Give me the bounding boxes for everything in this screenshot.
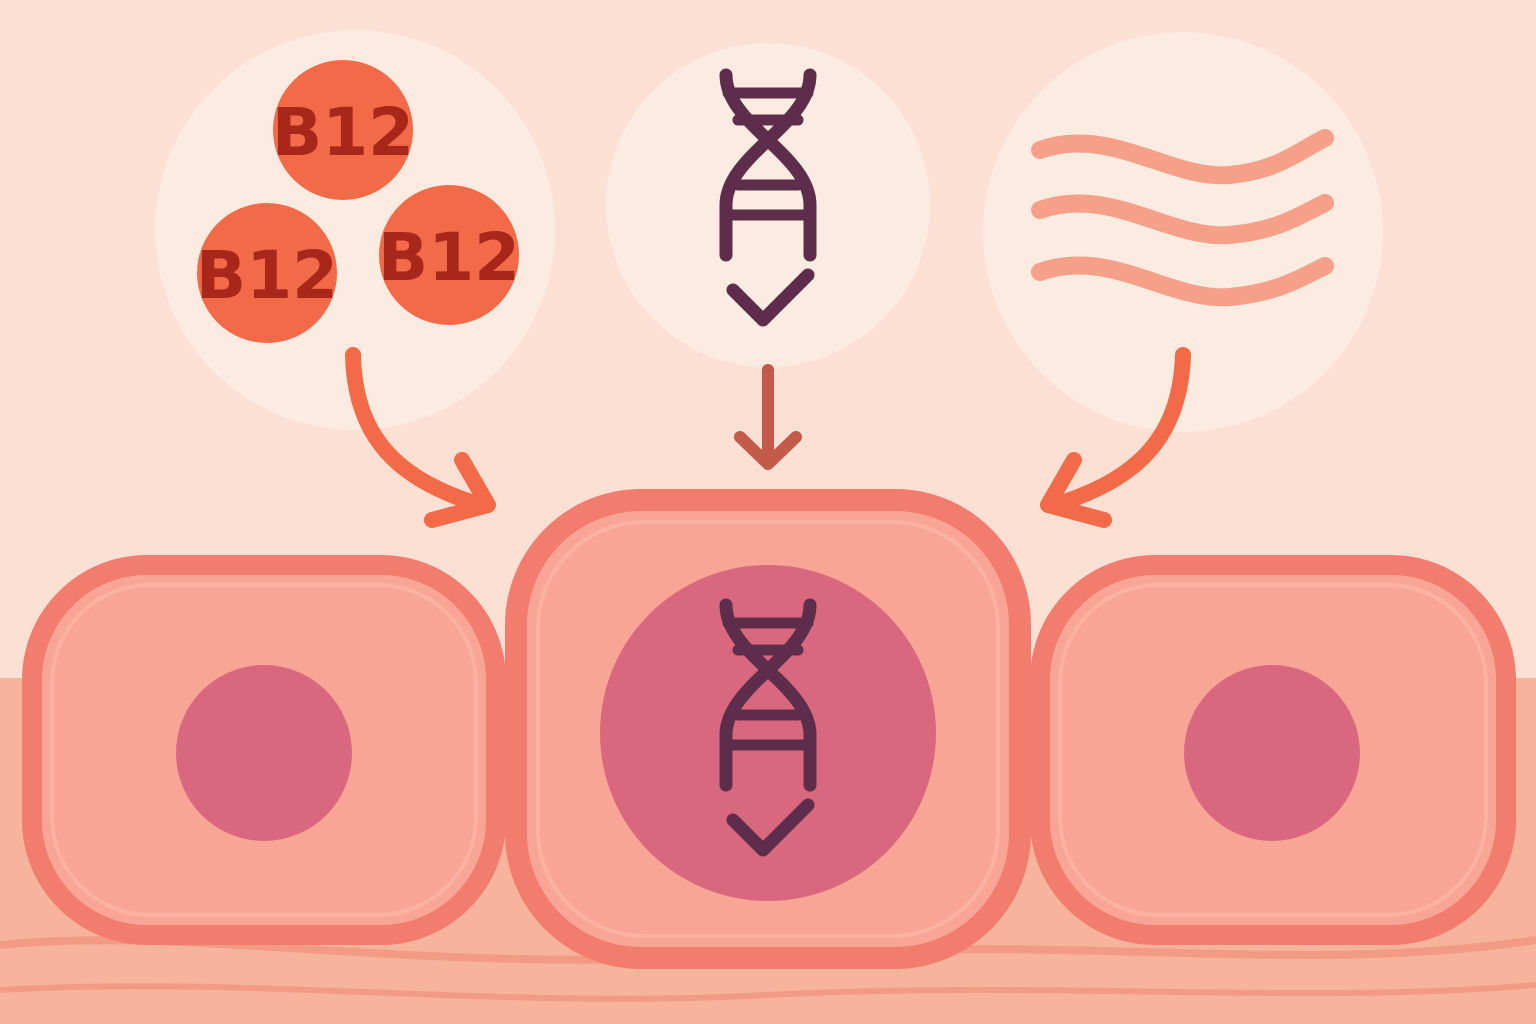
cell-icon — [505, 489, 1031, 969]
arrow-head — [1040, 452, 1112, 528]
arrow-icon — [1047, 347, 1191, 513]
dna-bubble — [606, 43, 930, 367]
b12-molecule-icon: B12 — [378, 185, 520, 325]
b12-label: B12 — [272, 94, 414, 171]
wave-lines-icon — [1031, 129, 1334, 307]
arrow-icon — [734, 364, 802, 470]
arrow-icon — [345, 347, 488, 513]
b12-label: B12 — [378, 219, 520, 296]
nucleus-icon — [176, 665, 352, 841]
b12-molecule-icon: B12 — [196, 203, 338, 343]
nucleus-icon — [600, 565, 936, 901]
cell-icon — [1030, 555, 1516, 945]
arrow-head — [424, 452, 496, 528]
b12-label: B12 — [196, 237, 338, 314]
b12-molecule-icon: B12 — [272, 60, 414, 200]
cell-icon — [22, 555, 506, 945]
nucleus-icon — [1184, 665, 1360, 841]
tissue-line — [0, 982, 1536, 1002]
